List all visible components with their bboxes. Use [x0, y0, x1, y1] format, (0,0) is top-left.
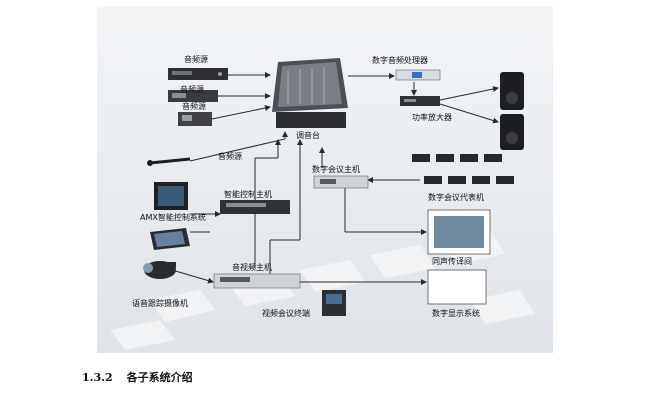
- video-terminal-device: [322, 290, 346, 316]
- amx-monitor: [154, 182, 188, 210]
- system-diagram: 音频源 音频源 音频源 音频源 调音台 数字音频处理器 功率放大器 数字会议主机: [97, 6, 553, 353]
- interpretation-room-label: 同声传译间: [432, 256, 472, 266]
- audio-source-device-3: [178, 112, 212, 126]
- av-host-label: 音视频主机: [232, 262, 272, 272]
- amx-system-label: AMX智能控制系统: [140, 212, 206, 222]
- control-host-label: 智能控制主机: [224, 189, 272, 199]
- interpretation-room-display: [427, 209, 491, 255]
- power-amplifier-device: [400, 96, 440, 106]
- digital-audio-processor-label: 数字音频处理器: [372, 55, 428, 65]
- section-heading: 1.3.2 各子系统介绍: [82, 369, 193, 385]
- digital-audio-processor-device: [395, 69, 441, 81]
- audio-source-1-label: 音频源: [184, 54, 208, 64]
- delegate-units: [412, 154, 514, 184]
- audio-source-device-1: [168, 68, 228, 80]
- mixer-device: [272, 58, 348, 128]
- display-system-label: 数字显示系统: [432, 308, 480, 318]
- audio-source-mic: [147, 157, 191, 166]
- display-system-screen: [427, 269, 487, 305]
- audio-source-3-label: 音频源: [182, 101, 206, 111]
- delegate-units-label: 数字会议代表机: [428, 192, 484, 202]
- section-title: 各子系统介绍: [126, 371, 193, 384]
- control-host-device: [220, 200, 290, 214]
- conference-host-device: [313, 175, 369, 189]
- audio-source-2-label: 音频源: [180, 84, 204, 94]
- av-host-device: [213, 273, 301, 289]
- tracking-camera-device: [143, 261, 176, 279]
- speaker-top: [500, 72, 524, 110]
- amx-touch-panel: [150, 228, 190, 250]
- connection-lines: [171, 72, 499, 296]
- audio-source-4-label: 音频源: [218, 151, 242, 161]
- video-terminal-label: 视频会议终端: [262, 308, 310, 318]
- tracking-camera-label: 语音跟踪摄像机: [132, 298, 188, 308]
- section-number: 1.3.2: [82, 371, 113, 384]
- audio-source-device-2: [168, 90, 218, 102]
- conference-host-label: 数字会议主机: [312, 164, 360, 174]
- power-amplifier-label: 功率放大器: [412, 112, 452, 122]
- mixer-label: 调音台: [296, 130, 320, 140]
- speaker-bottom: [500, 114, 524, 150]
